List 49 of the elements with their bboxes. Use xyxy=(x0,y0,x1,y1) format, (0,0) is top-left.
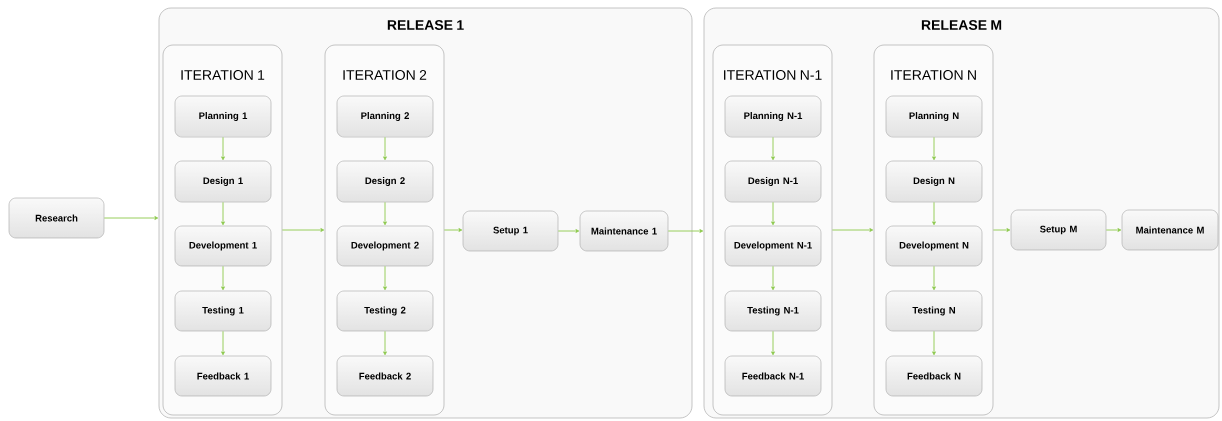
arrow xyxy=(932,201,936,226)
arrow xyxy=(932,265,936,291)
process-box: Testing 1 xyxy=(174,290,272,332)
process-box: Setup 1 xyxy=(462,210,559,252)
arrow xyxy=(281,228,325,232)
process-box: Maintenance M xyxy=(1121,209,1219,251)
arrow xyxy=(771,330,775,356)
arrow xyxy=(992,228,1011,232)
process-box: Feedback N xyxy=(885,355,983,397)
process-box: Testing N xyxy=(885,290,983,332)
arrow xyxy=(383,136,387,161)
process-box: Planning 1 xyxy=(174,95,272,138)
arrow xyxy=(221,136,225,161)
process-box: Feedback 2 xyxy=(336,355,434,397)
arrow xyxy=(831,228,874,232)
process-box: Feedback N-1 xyxy=(724,355,822,397)
arrow xyxy=(221,330,225,356)
process-box: Research xyxy=(8,197,105,239)
process-box: Planning N-1 xyxy=(724,95,822,138)
arrow xyxy=(771,201,775,226)
process-box: Development 2 xyxy=(336,225,434,267)
arrow xyxy=(383,265,387,291)
arrow xyxy=(667,229,704,233)
process-box: Testing 2 xyxy=(336,290,434,332)
arrow xyxy=(932,330,936,356)
process-box: Feedback 1 xyxy=(174,355,272,397)
arrow xyxy=(557,229,580,233)
process-box: Planning 2 xyxy=(336,95,434,138)
process-box: Design 1 xyxy=(174,160,272,203)
arrow xyxy=(103,216,159,220)
arrow xyxy=(221,201,225,226)
arrow xyxy=(1105,228,1122,232)
arrow xyxy=(383,201,387,226)
arrow xyxy=(932,136,936,161)
arrow xyxy=(443,228,463,232)
arrow xyxy=(383,330,387,356)
process-box: Setup M xyxy=(1010,209,1107,251)
arrow xyxy=(221,265,225,291)
process-box: Design N-1 xyxy=(724,160,822,203)
process-box: Maintenance 1 xyxy=(579,210,669,252)
arrow xyxy=(771,265,775,291)
process-box: Design N xyxy=(885,160,983,203)
process-box: Testing N-1 xyxy=(724,290,822,332)
process-box: Development N-1 xyxy=(724,225,822,267)
process-box: Development 1 xyxy=(174,225,272,267)
process-box: Design 2 xyxy=(336,160,434,203)
process-box: Development N xyxy=(885,225,983,267)
process-box: Planning N xyxy=(885,95,983,138)
arrow xyxy=(771,136,775,161)
